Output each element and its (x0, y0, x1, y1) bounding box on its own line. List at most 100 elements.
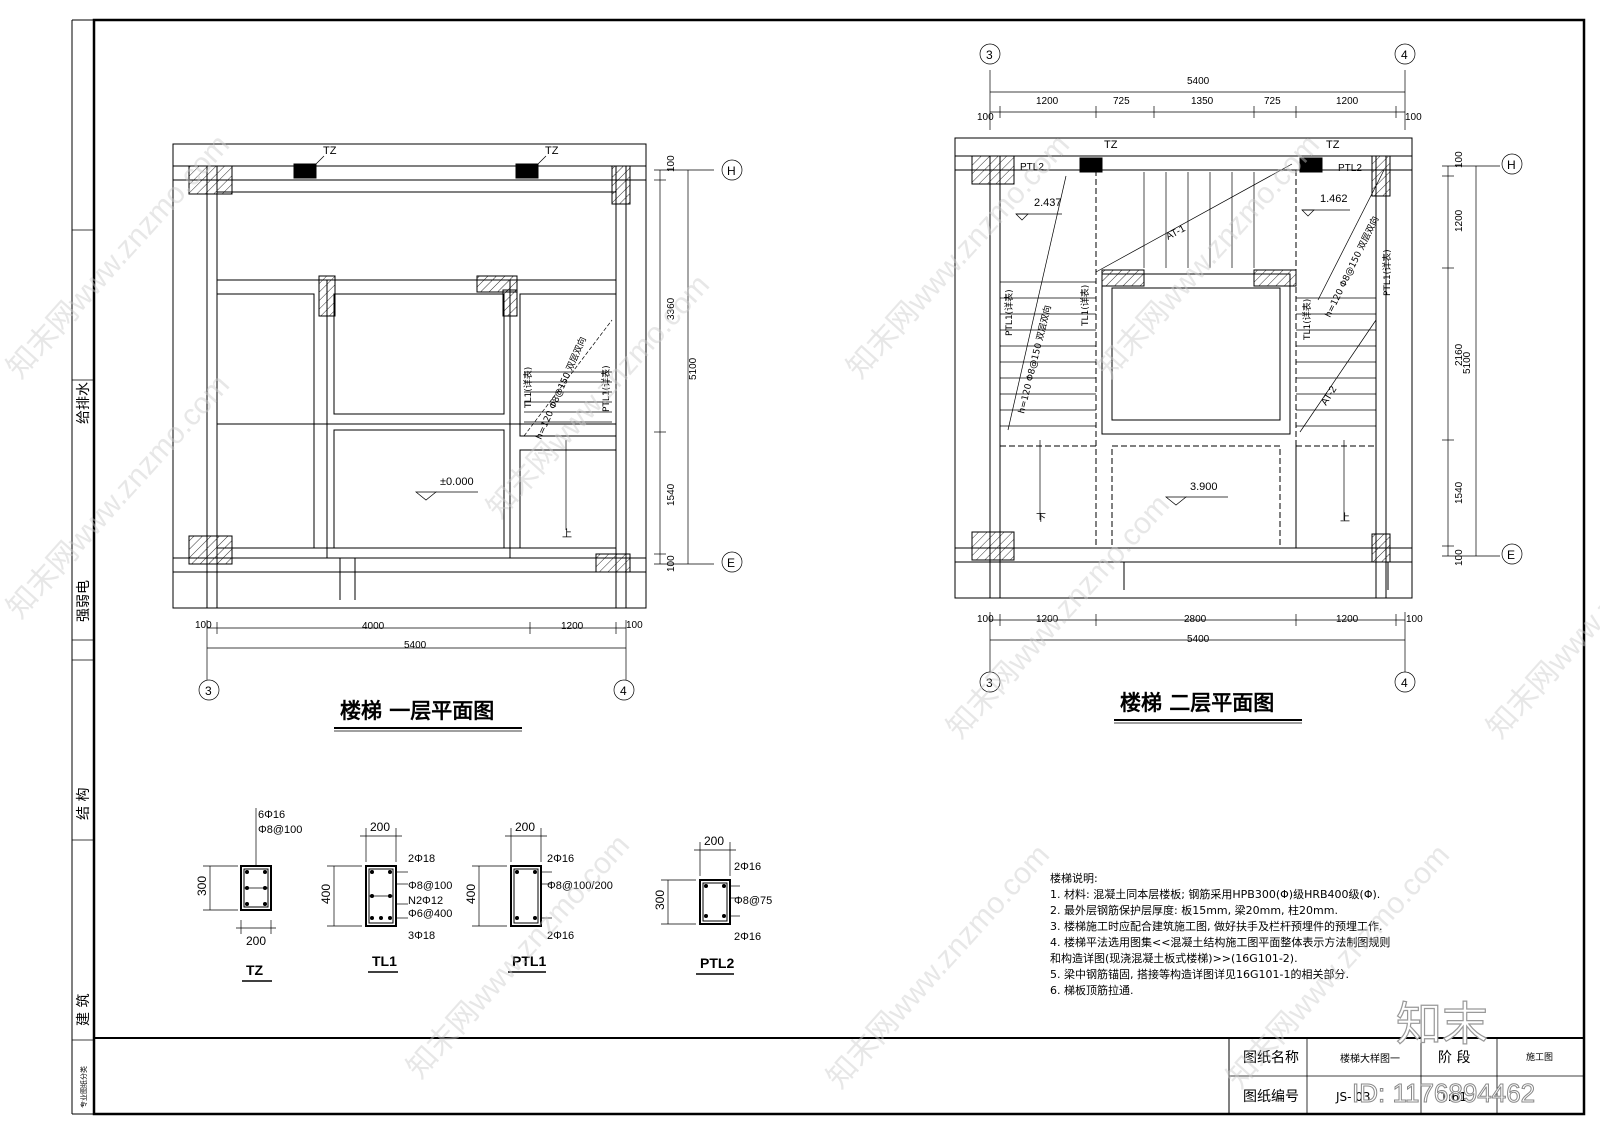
sheet-border (71, 18, 1586, 1116)
notes-line-5: 和构造详图(现浇混凝土板式楼梯)>>(16G101-2). (1050, 951, 1298, 965)
title-block (94, 1037, 1584, 1114)
plan2-dim-top-7: 100 (1405, 112, 1422, 123)
plan2-dim-top-6: 1200 (1336, 96, 1359, 107)
plan2-dim-right-total: 5100 (1462, 351, 1473, 374)
side-label-architecture: 建 筑 (76, 994, 92, 1026)
plan2-dim-bottom-5: 100 (1406, 614, 1423, 625)
ptl2-width: 200 (704, 834, 724, 848)
plan2-dim-right-4: 1540 (1454, 481, 1465, 504)
plan2-beam-label-1: PTL1(详表) (1003, 289, 1015, 336)
plan2-beam-label-4: PTL1(详表) (1381, 249, 1393, 296)
plan1-axis-3: 3 (205, 684, 212, 698)
section-ptl2: 200 2Φ16 Φ8@75 2Φ16 300 PTL2 (653, 834, 772, 975)
plan2-flight-at1: AT-1 (1164, 223, 1188, 242)
plan1-dim-bottom-3: 1200 (561, 621, 584, 632)
watermark-7: 知末网www.znzmo.com (821, 838, 1056, 1094)
tz-height: 300 (195, 876, 209, 896)
plan2-dim-bottom-2: 1200 (1036, 614, 1059, 625)
ptl1-stirrup: Φ8@100/200 (547, 880, 613, 892)
plan2-down-label: 下 (1036, 513, 1046, 524)
section-tz: 6Φ16 Φ8@100 300 200 TZ (195, 808, 302, 982)
plan2-dim-top-4: 1350 (1191, 96, 1214, 107)
tl1-tie: Φ6@400 (408, 908, 452, 920)
plan1-elevation: ±0.000 (440, 476, 474, 488)
plan2-up-label: 上 (1340, 512, 1350, 524)
section-tl1: 200 2Φ18 Φ8@100 N2Φ12 Φ6@400 3Φ18 400 TL… (319, 820, 452, 973)
plan2-dim-top-2: 1200 (1036, 96, 1059, 107)
plan2-stair-treads (1000, 163, 1385, 520)
ptl1-name: PTL1 (512, 953, 546, 969)
watermark-10: 知末网www.znzmo.com (1481, 488, 1600, 744)
plan2-ptl2-right: PTL2 (1338, 163, 1362, 174)
plan1-dim-right-2: 3360 (666, 297, 677, 320)
drawing-extra: 1:61 (1440, 1090, 1467, 1104)
ptl1-top-bars: 2Φ16 (547, 853, 574, 865)
watermark-id: ID: 1176894462 (1352, 1078, 1535, 1108)
plan1-dim-right-3: 1540 (666, 483, 677, 506)
plan2-dim-bottom-4: 1200 (1336, 614, 1359, 625)
tz-name: TZ (246, 962, 264, 978)
tl1-stirrup: Φ8@100 (408, 880, 452, 892)
plan2-ptl2-left: PTL2 (1020, 162, 1044, 173)
plan1-dim-total: 5400 (404, 640, 427, 651)
notes-line-3: 3. 楼梯施工时应配合建筑施工图, 做好扶手及栏杆预埋件的预埋工作. (1050, 919, 1382, 933)
plan2-dim-right-5: 100 (1454, 549, 1465, 566)
drawing-code-value: JS- 03 (1335, 1090, 1371, 1104)
stair-notes: 楼梯说明: 1. 材料: 混凝土同本层楼板; 钢筋采用HPB300(Φ)级HRB… (1050, 871, 1390, 997)
plan1-tz-tag-1: TZ (323, 145, 337, 157)
ptl2-name: PTL2 (700, 955, 734, 971)
plan2-flight-text-right: h=120 Φ8@150 双层双向 (1322, 214, 1382, 319)
notes-heading: 楼梯说明: (1050, 871, 1098, 885)
plan2-dim-top-5: 725 (1264, 96, 1281, 107)
notes-line-6: 5. 梁中钢筋锚固, 搭接等构造详图详见16G101-1的相关部分. (1050, 967, 1349, 981)
drawing-code-label: 图纸编号 (1243, 1089, 1299, 1105)
plan1-dim-bottom-2: 4000 (362, 621, 385, 632)
watermark-8: 知末网www.znzmo.com (1091, 128, 1326, 384)
plan2-dim-right-2: 1200 (1454, 209, 1465, 232)
plan1-dim-right-total: 5100 (688, 357, 699, 380)
tl1-height: 400 (319, 884, 333, 904)
watermark-1: 知末网www.znzmo.com (1, 128, 236, 384)
tl1-top-bars: 2Φ18 (408, 853, 435, 865)
plan2-beam-label-3: TL1(详表) (1301, 299, 1313, 341)
plan2-flight-at2: AT-2 (1319, 384, 1339, 407)
plan2-dim-right-3: 2160 (1454, 343, 1465, 366)
plan1-axis-4: 4 (620, 684, 627, 698)
plan1-beam-label-tl1: TL1(详表) (522, 367, 534, 409)
ptl1-height: 400 (464, 884, 478, 904)
plan2-dim-bottom-3: 2800 (1184, 614, 1207, 625)
plan2-axis-4-bottom: 4 (1401, 676, 1408, 690)
tl1-width: 200 (370, 820, 390, 834)
plan1-dimension-lines (198, 159, 743, 701)
notes-line-7: 6. 梯板顶筋拉通. (1050, 983, 1134, 997)
watermark-logo: 知末 ID: 1176894462 (1352, 996, 1536, 1108)
notes-line-4: 4. 楼梯平法选用图集<<混凝土结构施工图平面整体表示方法制图规则 (1050, 935, 1390, 949)
tl1-bottom-bars: 3Φ18 (408, 930, 435, 942)
plan2-dimension-lines (979, 43, 1523, 693)
ptl1-bottom-bars: 2Φ16 (547, 930, 574, 942)
notes-line-1: 1. 材料: 混凝土同本层楼板; 钢筋采用HPB300(Φ)级HRB400级(Φ… (1050, 887, 1380, 901)
plan1-title: 楼梯 一层平面图 (340, 699, 494, 723)
plan2-tz-tag-2: TZ (1326, 139, 1340, 151)
plan1: TZ TZ ±0.000 TL1(详表) PTL1(详表) h=120 Φ8@1… (172, 143, 743, 732)
plan1-tz-tag-2: TZ (545, 145, 559, 157)
plan2-dim-right-1: 100 (1454, 151, 1465, 168)
plan2-tz-tag-1: TZ (1104, 139, 1118, 151)
plan2-level-2437: 2.437 (1034, 197, 1062, 209)
section-ptl1: 200 2Φ16 Φ8@100/200 2Φ16 400 PTL1 (464, 820, 613, 973)
plan1-dim-bottom-1: 100 (195, 620, 212, 631)
plan1-beam-label-ptl1: PTL1(详表) (600, 365, 612, 412)
plan1-dim-bottom-4: 100 (626, 620, 643, 631)
stage-label: 阶 段 (1438, 1050, 1470, 1066)
tl1-name: TL1 (372, 953, 397, 969)
side-label-category: 专业图纸分类 (79, 1066, 88, 1108)
ptl1-width: 200 (515, 820, 535, 834)
plan2-axis-h: H (1507, 158, 1516, 172)
side-label-electrical: 强弱电 (76, 580, 92, 622)
plan1-stair-treads (523, 319, 613, 530)
plan1-columns (188, 163, 631, 573)
drawing-name-value: 楼梯大样图一 (1340, 1052, 1400, 1065)
title-block-text: 图纸名称 楼梯大样图一 阶 段 施工图 图纸编号 JS- 03 1:61 (1243, 1050, 1553, 1105)
plan1-dim-right-4: 100 (666, 555, 677, 572)
